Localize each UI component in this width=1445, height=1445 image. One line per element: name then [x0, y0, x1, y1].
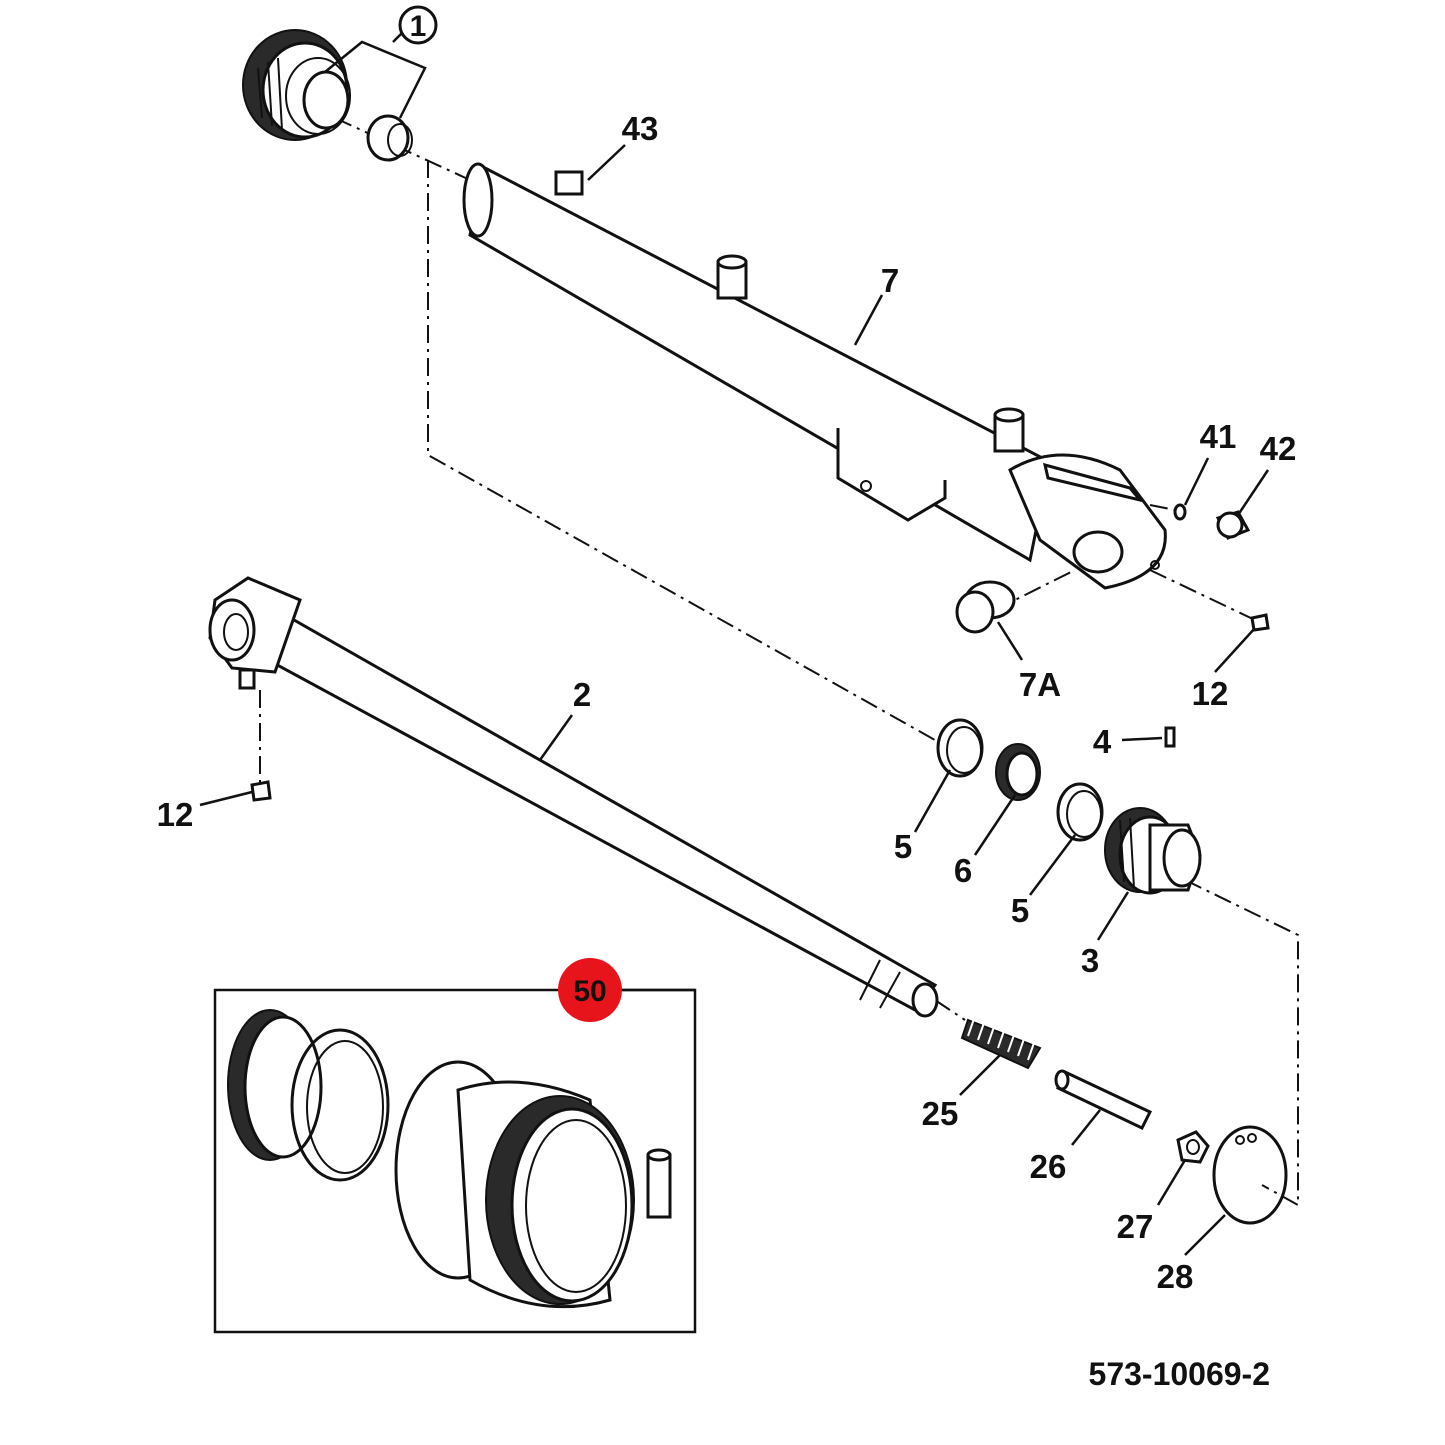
- seal-part-5-b: [1056, 782, 1104, 842]
- kit-badge-circle: [558, 958, 622, 1022]
- bushing-part-7a: [955, 580, 1016, 634]
- callout-26: 26: [1030, 1148, 1067, 1185]
- callout-12-left: 12: [157, 796, 194, 833]
- callout-41: 41: [1200, 418, 1237, 455]
- kit-badge-50: 50: [558, 958, 622, 1022]
- drawing-number: 573-10069-2: [1089, 1356, 1270, 1392]
- callout-3: 3: [1081, 942, 1099, 979]
- callout-12-right: 12: [1192, 675, 1229, 712]
- seal-kit-box-50: [213, 988, 697, 1334]
- callout-28: 28: [1157, 1258, 1194, 1295]
- snap-ring-part-28: [1212, 1125, 1288, 1225]
- callout-1: 1: [410, 10, 427, 43]
- nut-part-27: [1176, 1130, 1210, 1164]
- piston-part-3: [1104, 807, 1202, 895]
- oring-part-41: [1173, 503, 1187, 521]
- callout-25: 25: [922, 1095, 959, 1132]
- callout-27: 27: [1117, 1208, 1154, 1245]
- grease-fitting-part-12-right: [1250, 613, 1270, 632]
- callout-42: 42: [1260, 430, 1297, 467]
- callout-7: 7: [881, 262, 899, 299]
- callout-6: 6: [954, 852, 972, 889]
- plug-part-42: [1215, 510, 1251, 540]
- kit-badge-label: 50: [573, 975, 606, 1008]
- pin-part-4: [1164, 726, 1176, 748]
- gland-assembly-part-1: [242, 29, 413, 162]
- seal-part-5-a: [936, 718, 984, 778]
- seal-part-6: [995, 743, 1041, 801]
- leader-lines: [199, 144, 1270, 1256]
- callout-labels: 1 43 7 41 42 7A 12 2 4 12 5 6 5 3 25 26 …: [157, 10, 1297, 1295]
- callout-7a: 7A: [1019, 666, 1061, 703]
- piston-rod-part-2: [208, 576, 939, 1018]
- callout-5-b: 5: [1011, 892, 1029, 929]
- callout-43: 43: [622, 110, 659, 147]
- callout-1-bracket: [324, 5, 438, 119]
- callout-4: 4: [1093, 723, 1112, 760]
- callout-5-a: 5: [894, 828, 912, 865]
- pin-part-26: [1054, 1069, 1153, 1130]
- callout-2: 2: [573, 676, 591, 713]
- spring-part-25: [960, 1015, 1042, 1070]
- grease-fitting-part-12-left: [250, 780, 272, 802]
- cylinder-barrel-part-7: [462, 162, 1167, 590]
